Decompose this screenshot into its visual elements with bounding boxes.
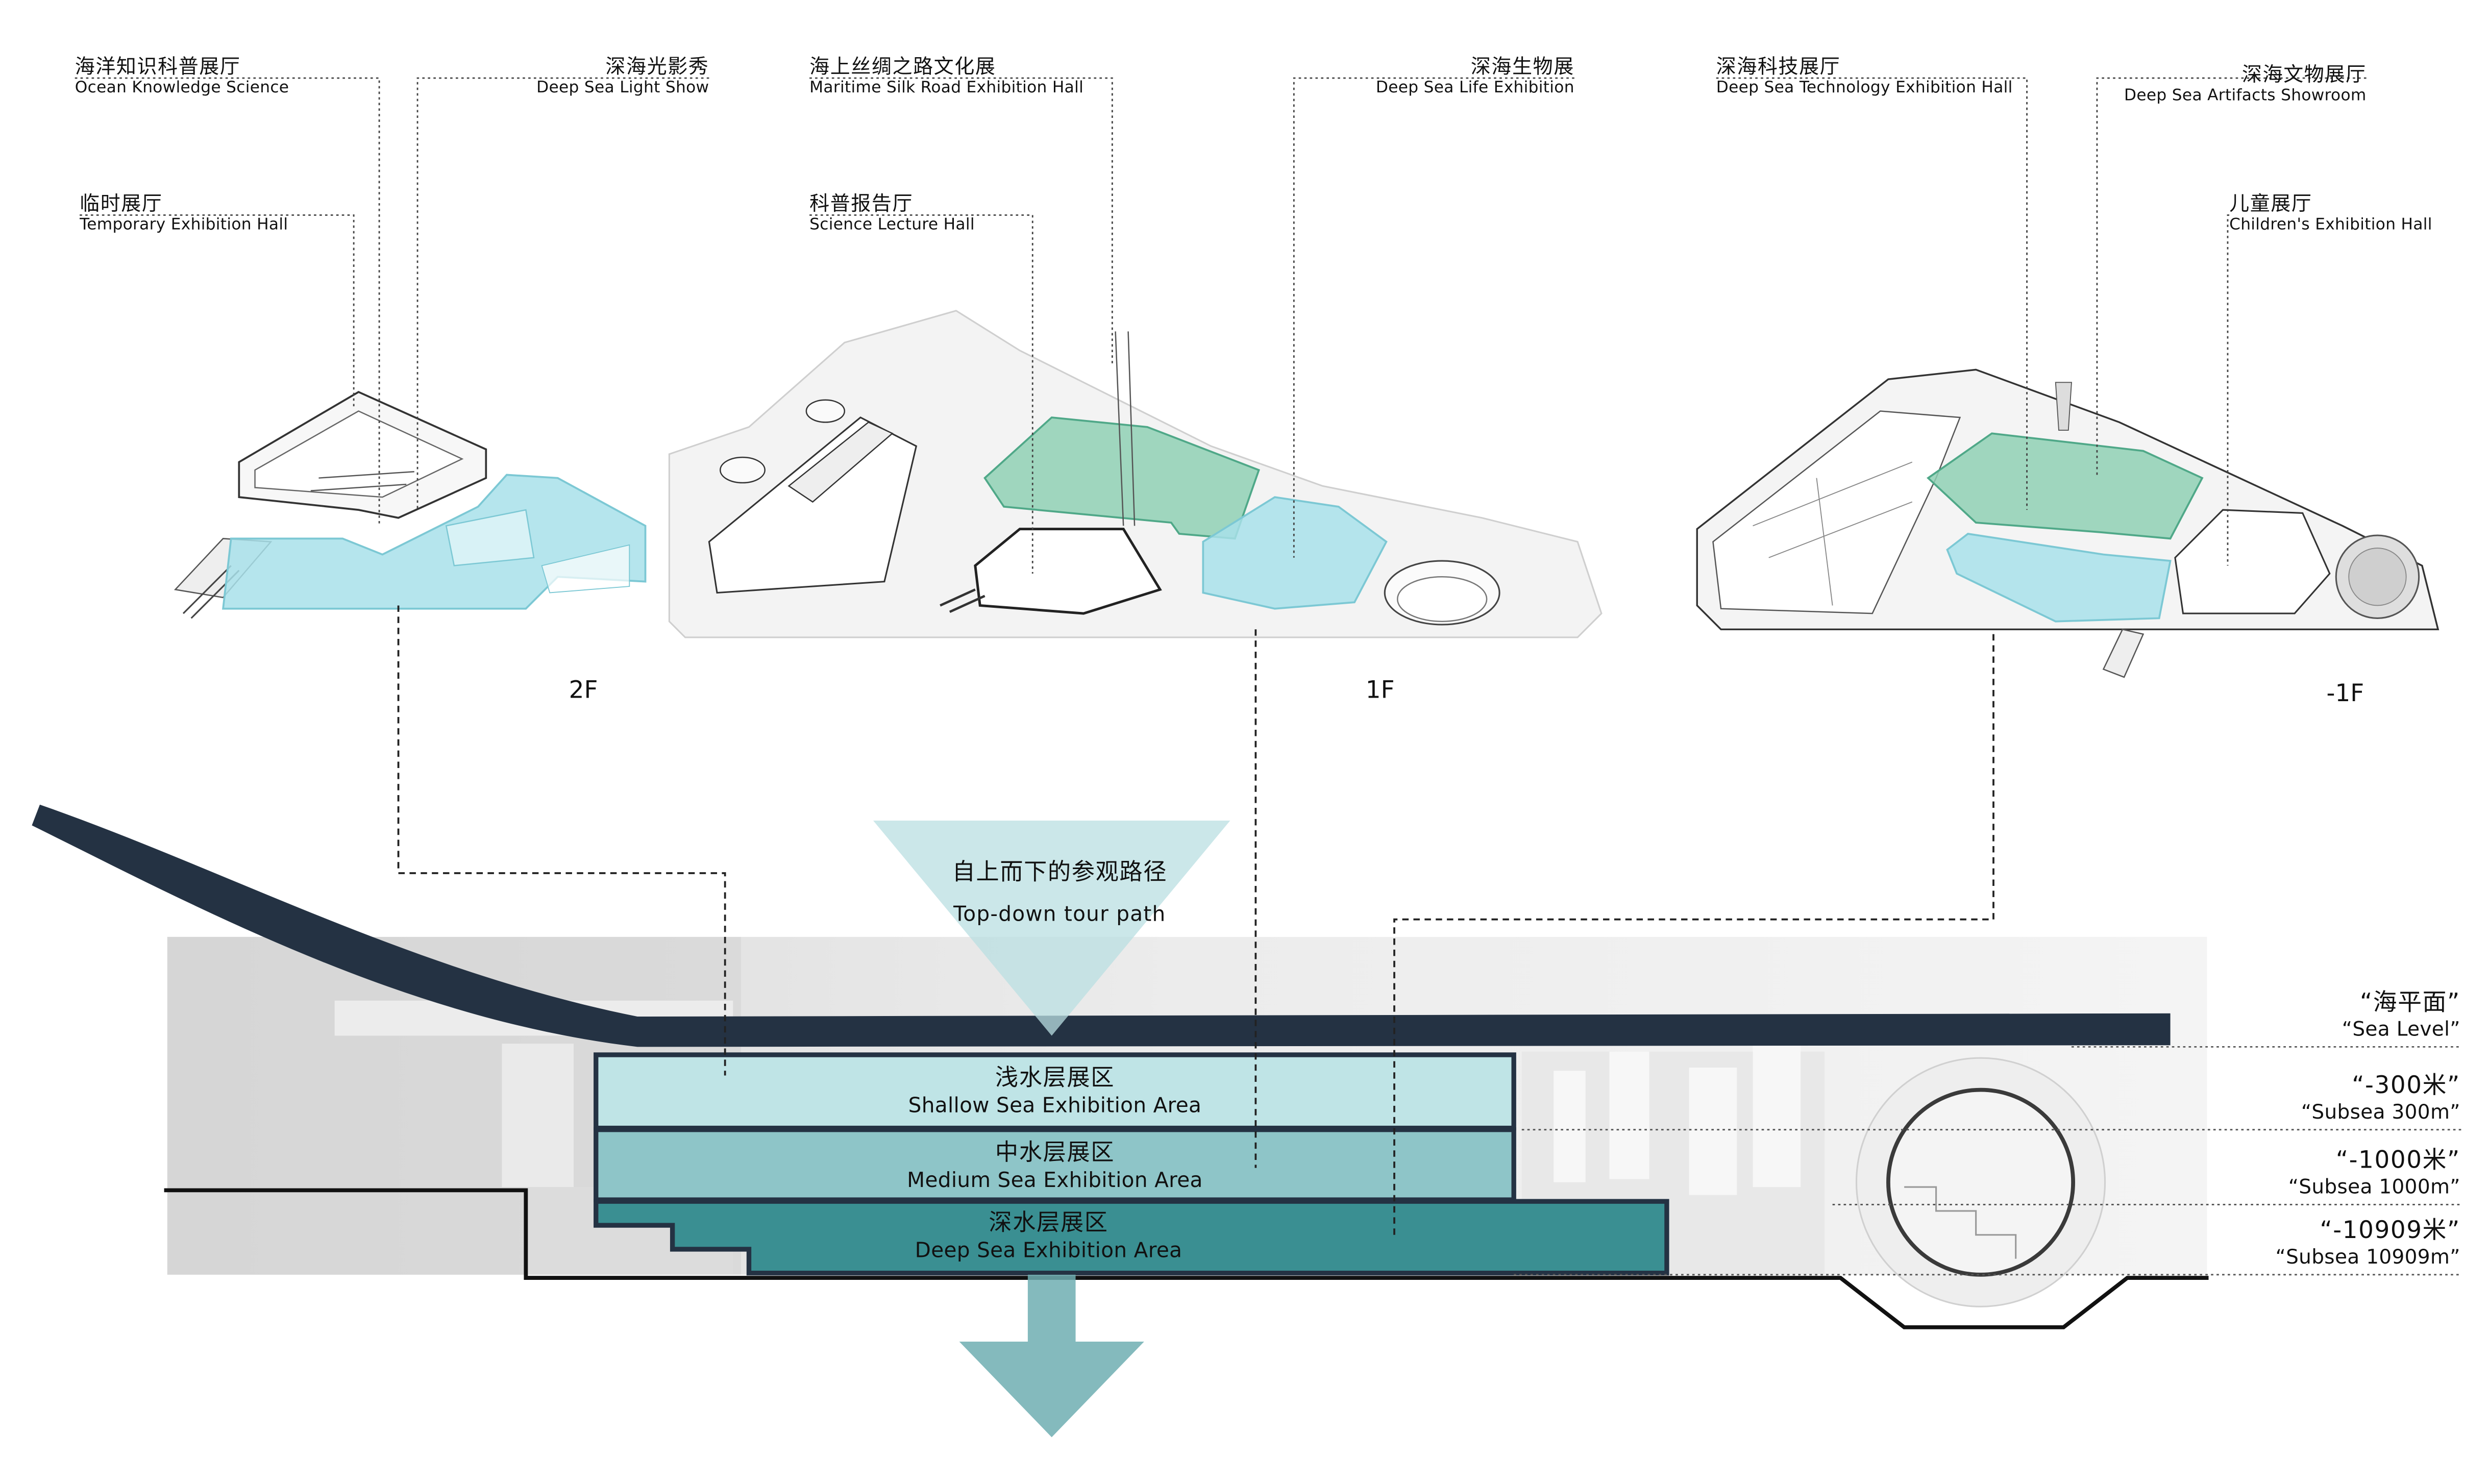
label-en: Temporary Exhibition Hall bbox=[80, 216, 288, 234]
label-en: Deep Sea Life Exhibition bbox=[1375, 79, 1574, 96]
label-en: Deep Sea Artifacts Showroom bbox=[2124, 87, 2367, 105]
label-light-show: 深海光影秀 Deep Sea Light Show bbox=[478, 57, 709, 96]
zone-medium: 中水层展区 Medium Sea Exhibition Area bbox=[596, 1141, 1514, 1195]
tour-path-en: Top-down tour path bbox=[953, 903, 1166, 928]
label-temporary: 临时展厅 Temporary Exhibition Hall bbox=[80, 191, 288, 234]
label-zh: 临时展厅 bbox=[80, 191, 163, 215]
floor-plan-2f bbox=[174, 390, 647, 619]
label-en: Maritime Silk Road Exhibition Hall bbox=[809, 79, 1084, 96]
label-zh: 儿童展厅 bbox=[2229, 191, 2312, 215]
level-zh: “-10909米” bbox=[2320, 1216, 2460, 1245]
connector-lines bbox=[397, 605, 1994, 1240]
level-zh: “-300米” bbox=[2352, 1071, 2460, 1100]
label-zh: 深海科技展厅 bbox=[1716, 54, 1841, 78]
zone-en: Shallow Sea Exhibition Area bbox=[908, 1094, 1202, 1118]
label-en: Deep Sea Technology Exhibition Hall bbox=[1716, 79, 2013, 96]
leader-lines bbox=[75, 77, 2367, 574]
level-zh: “海平面” bbox=[2359, 987, 2460, 1017]
label-zh: 深海文物展厅 bbox=[2242, 62, 2367, 86]
exhibition-zones bbox=[594, 1052, 1669, 1276]
zone-en: Deep Sea Exhibition Area bbox=[915, 1239, 1182, 1263]
label-en: Children's Exhibition Hall bbox=[2229, 216, 2432, 234]
label-silk-road: 海上丝绸之路文化展 Maritime Silk Road Exhibition … bbox=[809, 57, 1083, 96]
floor-plan-basement bbox=[1696, 368, 2439, 678]
label-en: Deep Sea Light Show bbox=[536, 79, 709, 96]
zone-shallow: 浅水层展区 Shallow Sea Exhibition Area bbox=[596, 1066, 1514, 1120]
label-technology: 深海科技展厅 Deep Sea Technology Exhibition Ha… bbox=[1716, 57, 2013, 96]
level-sea: “海平面” “Sea Level” bbox=[2342, 991, 2460, 1040]
zone-zh: 深水层展区 bbox=[989, 1210, 1108, 1236]
floor-label-1f: 1F bbox=[1365, 675, 1395, 705]
label-ocean-knowledge: 海洋知识科普展厅 Ocean Knowledge Science bbox=[75, 57, 289, 96]
zone-zh: 中水层展区 bbox=[995, 1141, 1115, 1167]
floor-label-2f: 2F bbox=[569, 675, 598, 705]
level-zh: “-1000米” bbox=[2335, 1145, 2460, 1175]
zone-deep: 深水层展区 Deep Sea Exhibition Area bbox=[749, 1211, 1348, 1265]
level-10909: “-10909米” “Subsea 10909m” bbox=[2275, 1216, 2460, 1269]
label-deep-life: 深海生物展 Deep Sea Life Exhibition bbox=[1335, 57, 1574, 96]
label-zh: 深海光影秀 bbox=[605, 54, 709, 78]
level-en: “Subsea 10909m” bbox=[2275, 1244, 2460, 1269]
level-en: “Subsea 1000m” bbox=[2288, 1174, 2460, 1198]
tour-path-zh: 自上而下的参观路径 bbox=[952, 860, 1168, 886]
floor-label-basement: -1F bbox=[2326, 679, 2364, 708]
ground-line bbox=[164, 1188, 2209, 1329]
label-zh: 海洋知识科普展厅 bbox=[75, 54, 241, 78]
label-en: Science Lecture Hall bbox=[809, 216, 975, 234]
label-zh: 科普报告厅 bbox=[809, 191, 914, 215]
label-zh: 海上丝绸之路文化展 bbox=[809, 54, 996, 78]
roof-slab bbox=[32, 804, 2171, 1047]
label-zh: 深海生物展 bbox=[1470, 54, 1574, 78]
level-en: “Sea Level” bbox=[2342, 1017, 2460, 1041]
level-1000: “-1000米” “Subsea 1000m” bbox=[2288, 1145, 2460, 1198]
label-artifacts: 深海文物展厅 Deep Sea Artifacts Showroom bbox=[2087, 62, 2367, 105]
label-children: 儿童展厅 Children's Exhibition Hall bbox=[2229, 191, 2432, 234]
zone-en: Medium Sea Exhibition Area bbox=[907, 1169, 1203, 1193]
tour-path-caption: 自上而下的参观路径 Top-down tour path bbox=[892, 854, 1227, 928]
label-en: Ocean Knowledge Science bbox=[75, 79, 289, 96]
dome-sphere bbox=[1855, 1057, 2106, 1307]
zone-zh: 浅水层展区 bbox=[995, 1066, 1115, 1092]
level-en: “Subsea 300m” bbox=[2301, 1099, 2460, 1124]
level-300: “-300米” “Subsea 300m” bbox=[2301, 1071, 2460, 1124]
label-lecture: 科普报告厅 Science Lecture Hall bbox=[809, 191, 975, 234]
floor-plan-1f bbox=[668, 310, 1603, 638]
tour-arrow bbox=[873, 820, 1230, 1438]
